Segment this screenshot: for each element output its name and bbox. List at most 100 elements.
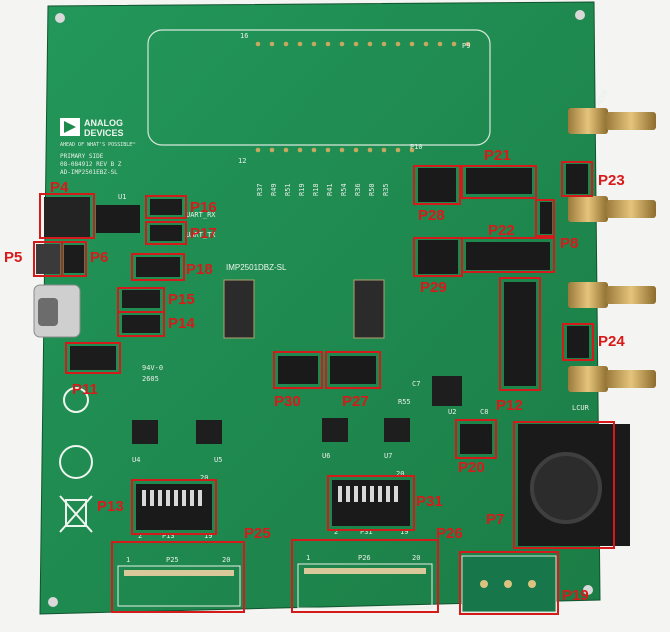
callout-box-p18 [131, 253, 185, 281]
p31-pin-first: 2 [334, 528, 338, 536]
callout-p12: P12 [496, 397, 523, 414]
uart-tx-label: UART_TX [186, 231, 216, 239]
p26-strip [304, 568, 426, 574]
p8-header [540, 202, 552, 234]
lcur-label: LCUR [572, 404, 590, 412]
p13-pins [142, 490, 202, 506]
callout-box-p6 [61, 241, 87, 277]
logo-line2: DEVICES [84, 128, 124, 138]
callout-box-p27 [325, 351, 381, 389]
callout-p24: P24 [598, 333, 625, 350]
callout-p11: P11 [72, 381, 98, 398]
logo-line1: ANALOG [84, 118, 123, 128]
p14-jumper [122, 315, 160, 333]
callout-p30: P30 [274, 393, 301, 410]
sma-connector-hcur [568, 108, 656, 134]
p29-header [418, 240, 458, 274]
mounting-hole [55, 13, 65, 23]
callout-box-p23 [561, 161, 593, 197]
rohs-icon [59, 445, 93, 479]
u6-ic [322, 418, 348, 442]
callout-box-p29 [413, 237, 463, 277]
board-side: PRIMARY SIDE [60, 153, 104, 160]
callout-box-p24 [562, 323, 594, 361]
callout-p15: P15 [168, 291, 195, 308]
callout-box-p16 [145, 195, 187, 219]
p31-top-label: 20 [396, 470, 404, 478]
p15-jumper [122, 290, 160, 308]
uart-rx-label: UART_RX [186, 211, 216, 219]
p9-outline [147, 29, 491, 146]
p13-pin-first: 2 [138, 532, 142, 540]
u2-label: U2 [448, 408, 456, 416]
p4-header [44, 197, 90, 237]
callout-p6: P6 [90, 249, 108, 266]
callout-p14: P14 [168, 315, 195, 332]
ref-r35: R35 [382, 183, 390, 196]
p19-pin [528, 580, 536, 588]
callout-p13: P13 [97, 498, 124, 515]
callout-box-p17 [145, 221, 187, 245]
p12-header [504, 282, 536, 386]
callout-p26: P26 [436, 525, 463, 542]
p26-pin-first: 1 [306, 554, 310, 562]
connector-left-b2b [223, 279, 255, 339]
mounting-hole [583, 585, 593, 595]
u1-label: U1 [118, 193, 126, 201]
p25-strip [124, 570, 234, 576]
callout-box-p4 [39, 193, 95, 239]
p21-header [466, 168, 532, 194]
weee-bin-icon [59, 495, 93, 533]
callout-box-p26 [291, 539, 439, 613]
usb-c-port [38, 298, 58, 326]
ref-r50: R50 [368, 183, 376, 196]
callout-p16: P16 [190, 199, 217, 216]
callout-p18: P18 [186, 261, 213, 278]
hcur-label: HCUR [595, 88, 611, 107]
connector-right-b2b [353, 279, 385, 339]
board-revision: 94V-0 [142, 364, 163, 372]
p28-header [418, 168, 456, 202]
p31-pins [338, 486, 398, 502]
callout-box-p20 [455, 419, 497, 459]
p7-connector-ring [530, 452, 602, 524]
sma-connector-lcur [568, 366, 656, 392]
p17-jumper [150, 225, 182, 241]
ref-r41: R41 [326, 183, 334, 196]
board-part-number: 08-084912 REV B Z [60, 161, 122, 168]
u4-label: U4 [132, 456, 140, 464]
ref-r51: R51 [284, 183, 292, 196]
callout-box-p11 [65, 342, 121, 374]
p10-pin-row [255, 147, 415, 153]
callout-box-p12 [499, 277, 541, 391]
p31-pin-last: 19 [400, 528, 408, 536]
callout-box-p19 [459, 551, 559, 615]
p13-ref: P13 [162, 532, 175, 540]
board-date: 2605 [142, 375, 159, 383]
ref-r37: R37 [256, 183, 264, 196]
p19-pin [480, 580, 488, 588]
p13-pin-last: 19 [204, 532, 212, 540]
callout-box-p31 [327, 475, 415, 531]
callout-p17: P17 [190, 225, 217, 242]
p9-pin-row [255, 41, 471, 47]
p18-jumper [136, 257, 180, 277]
board-name: IMP2501DBZ-SL [226, 263, 287, 272]
u7-label: U7 [384, 452, 392, 460]
p25-connector [117, 565, 241, 607]
u7-ic [384, 418, 410, 442]
p5-jack [36, 244, 60, 274]
resistor-ref-row: R37 R49 R51 R19 R18 R41 R54 R36 R50 R35 [256, 183, 390, 196]
callout-p22: P22 [488, 222, 515, 239]
p26-pin-last: 20 [412, 554, 420, 562]
callout-p25: P25 [244, 525, 271, 542]
p25-ref: P25 [166, 556, 179, 564]
u6-label: U6 [322, 452, 330, 460]
callout-p7: P7 [486, 511, 504, 528]
c8-label: C8 [480, 408, 488, 416]
callout-box-p14 [117, 311, 165, 337]
u5-label: U5 [214, 456, 222, 464]
p9-label: P9 [462, 42, 470, 50]
ref-r19: R19 [298, 183, 306, 196]
